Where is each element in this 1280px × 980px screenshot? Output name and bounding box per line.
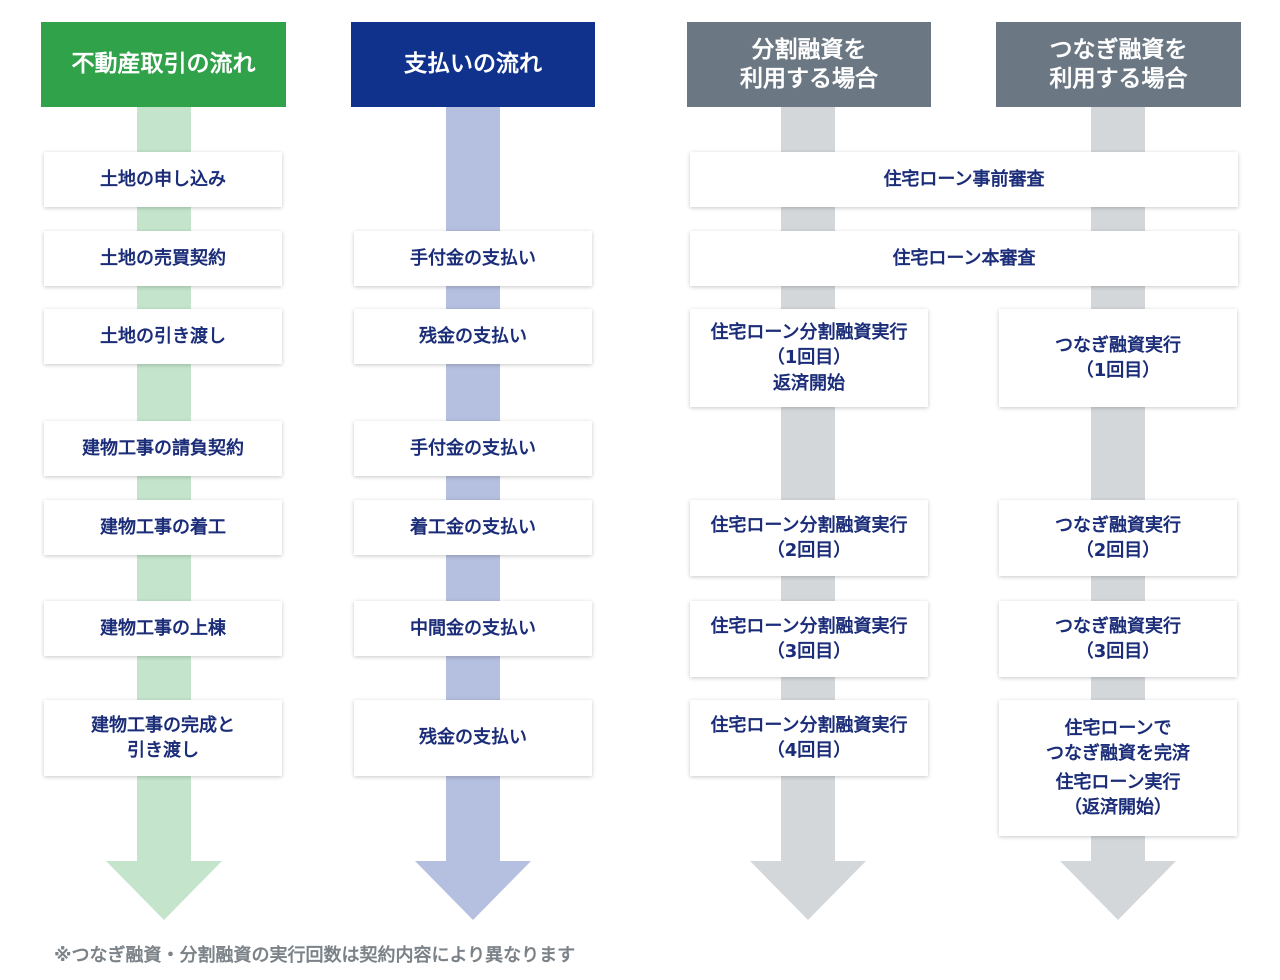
payment-arrow-head [415, 861, 531, 920]
step-label: 残金の支払い [419, 727, 527, 749]
bridge-loan-step: つなぎ融資実行 （2回目） [999, 500, 1237, 576]
realestate-step: 土地の申し込み [44, 152, 282, 207]
step-label: 中間金の支払い [410, 617, 536, 639]
step-label: 手付金の支払い [410, 247, 536, 269]
payment-step: 手付金の支払い [354, 421, 592, 476]
step-label: 住宅ローン分割融資実行 （1回目） 返済開始 [710, 322, 908, 394]
payment-step: 残金の支払い [354, 309, 592, 364]
step-label: 建物工事の完成と 引き渡し [91, 714, 235, 761]
payment-flow-header: 支払いの流れ [351, 22, 595, 107]
step-label: 土地の引き渡し [100, 325, 226, 347]
realestate-flow-header: 不動産取引の流れ [41, 22, 286, 107]
bridge-loan-step: つなぎ融資実行 （3回目） [999, 601, 1237, 677]
step-label: つなぎ融資実行 （1回目） [1055, 334, 1181, 381]
realestate-step: 建物工事の着工 [44, 500, 282, 555]
payment-flow-title: 支払いの流れ [404, 51, 542, 78]
split-loan-title: 分割融資を 利用する場合 [740, 36, 878, 92]
step-label: 住宅ローン本審査 [892, 247, 1036, 269]
payment-step: 着工金の支払い [354, 500, 592, 555]
step-label: つなぎ融資実行 （3回目） [1055, 615, 1181, 662]
split-loan-header: 分割融資を 利用する場合 [687, 22, 931, 107]
bridge-loan-header: つなぎ融資を 利用する場合 [996, 22, 1241, 107]
split-loan-step: 住宅ローン分割融資実行 （2回目） [690, 500, 928, 576]
realestate-step: 土地の売買契約 [44, 231, 282, 286]
step-label: 住宅ローンで つなぎ融資を完済 [1046, 717, 1190, 764]
split-loan-step: 住宅ローン分割融資実行 （4回目） [690, 700, 928, 776]
footnote: ※つなぎ融資・分割融資の実行回数は契約内容により異なります [54, 945, 576, 966]
realestate-step: 土地の引き渡し [44, 309, 282, 364]
step-label: 手付金の支払い [410, 437, 536, 459]
step-label: 土地の申し込み [100, 168, 226, 190]
step-label: 建物工事の着工 [100, 516, 226, 538]
split-loan-arrow-head [750, 861, 866, 920]
realestate-step: 建物工事の完成と 引き渡し [44, 700, 282, 776]
step-label: 建物工事の上棟 [100, 617, 226, 639]
step-sublabel: 住宅ローン実行 （返済開始） [1055, 772, 1181, 819]
realestate-step: 建物工事の請負契約 [44, 421, 282, 476]
main-screening-step: 住宅ローン本審査 [690, 231, 1238, 286]
step-label: 住宅ローン分割融資実行 （2回目） [710, 514, 908, 561]
payment-step: 残金の支払い [354, 700, 592, 776]
step-label: 住宅ローン分割融資実行 （3回目） [710, 615, 908, 662]
realestate-flow-title: 不動産取引の流れ [71, 51, 256, 78]
split-loan-step: 住宅ローン分割融資実行 （3回目） [690, 601, 928, 677]
split-loan-step: 住宅ローン分割融資実行 （1回目） 返済開始 [690, 309, 928, 407]
step-label: 残金の支払い [419, 325, 527, 347]
step-label: 着工金の支払い [410, 516, 536, 538]
pre-screening-step: 住宅ローン事前審査 [690, 152, 1238, 207]
bridge-loan-title: つなぎ融資を 利用する場合 [1049, 36, 1188, 92]
payment-step: 中間金の支払い [354, 601, 592, 656]
bridge-loan-step: つなぎ融資実行 （1回目） [999, 309, 1237, 407]
bridge-loan-arrow-head [1060, 861, 1176, 920]
step-label: 土地の売買契約 [100, 247, 226, 269]
realestate-arrow-head [106, 861, 222, 920]
payment-step: 手付金の支払い [354, 231, 592, 286]
realestate-step: 建物工事の上棟 [44, 601, 282, 656]
step-label: 建物工事の請負契約 [82, 437, 244, 459]
bridge-loan-final-step: 住宅ローンで つなぎ融資を完済 住宅ローン実行 （返済開始） [999, 700, 1237, 836]
step-label: つなぎ融資実行 （2回目） [1055, 514, 1181, 561]
step-label: 住宅ローン事前審査 [883, 168, 1045, 190]
step-label: 住宅ローン分割融資実行 （4回目） [710, 714, 908, 761]
